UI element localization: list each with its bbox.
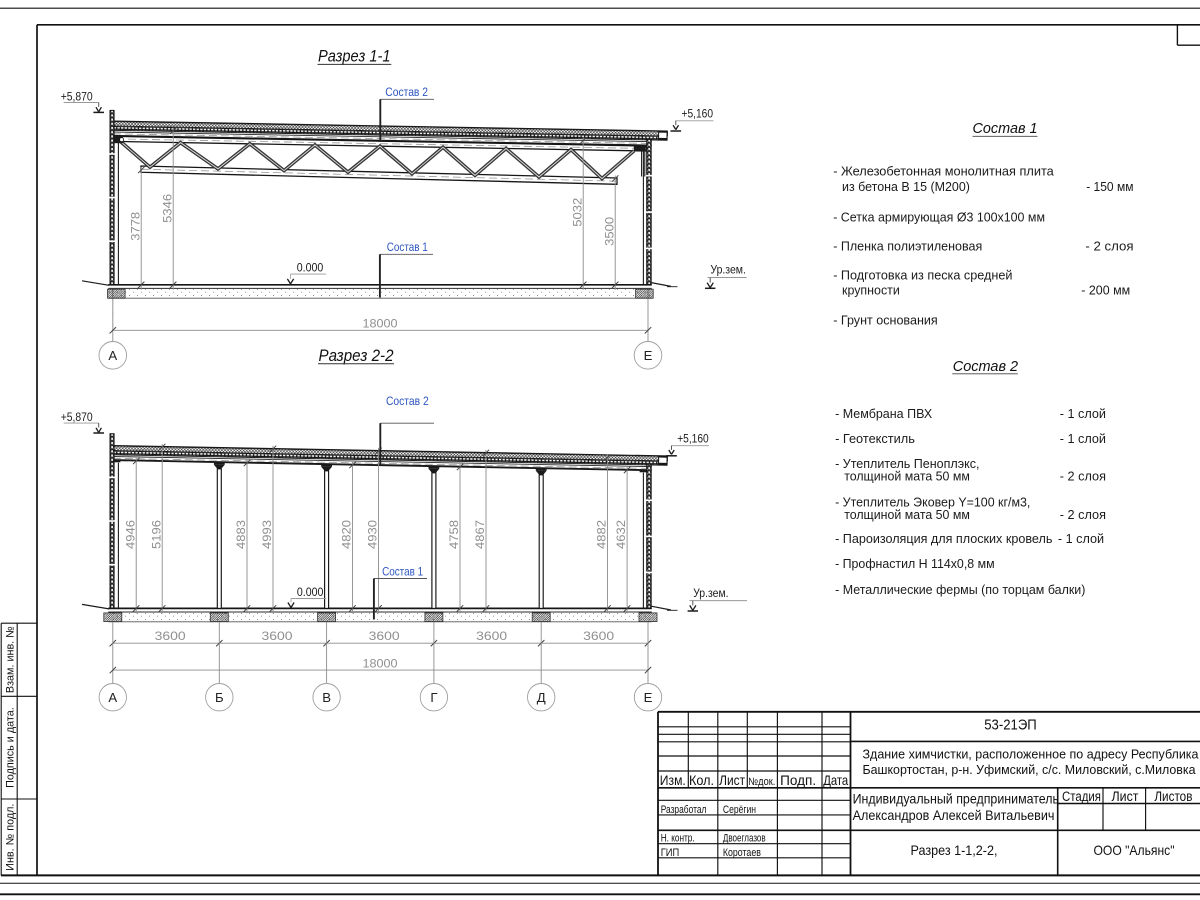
svg-text:Двоеглазов: Двоеглазов bbox=[723, 833, 766, 845]
svg-text:4867: 4867 bbox=[473, 520, 487, 549]
svg-text:3600: 3600 bbox=[262, 629, 293, 643]
svg-text:крупности: крупности bbox=[842, 283, 900, 298]
svg-text:Листов: Листов bbox=[1154, 789, 1192, 804]
svg-text:Коротаев: Коротаев bbox=[723, 847, 761, 859]
svg-text:Состав 1: Состав 1 bbox=[382, 564, 423, 578]
svg-text:Ур.зем.: Ур.зем. bbox=[710, 263, 746, 277]
svg-text:из бетона В 15 (М200): из бетона В 15 (М200) bbox=[842, 179, 970, 194]
svg-text:0.000: 0.000 bbox=[297, 585, 324, 599]
svg-text:Состав 1: Состав 1 bbox=[973, 121, 1038, 137]
svg-text:- 2 слоя: - 2 слоя bbox=[1085, 239, 1133, 254]
svg-text:3600: 3600 bbox=[155, 629, 186, 643]
svg-text:- 2 слоя: - 2 слоя bbox=[1060, 507, 1106, 522]
svg-text:5032: 5032 bbox=[570, 197, 584, 226]
svg-text:5196: 5196 bbox=[149, 520, 163, 549]
svg-text:Лист: Лист bbox=[1112, 789, 1139, 804]
svg-text:- Пленка полиэтиленовая: - Пленка полиэтиленовая bbox=[833, 239, 982, 254]
svg-text:- Сетка армирующая Ø3 100х100: - Сетка армирующая Ø3 100х100 мм bbox=[833, 210, 1045, 225]
svg-text:4993: 4993 bbox=[260, 520, 274, 549]
svg-text:Б: Б bbox=[215, 690, 224, 705]
svg-text:4930: 4930 bbox=[366, 520, 380, 549]
svg-text:№док.: №док. bbox=[748, 776, 775, 788]
svg-text:Стадия: Стадия bbox=[1062, 789, 1101, 804]
svg-text:5346: 5346 bbox=[160, 194, 174, 223]
svg-text:+5,160: +5,160 bbox=[682, 107, 714, 121]
svg-text:- Грунт основания: - Грунт основания bbox=[833, 312, 938, 327]
svg-text:Состав 2: Состав 2 bbox=[386, 394, 429, 408]
svg-text:4946: 4946 bbox=[123, 520, 137, 549]
svg-text:- Утеплитель Эковер Y=100 кг/м: - Утеплитель Эковер Y=100 кг/м3, bbox=[835, 494, 1030, 509]
svg-text:Разработал: Разработал bbox=[661, 804, 707, 816]
svg-text:53-21ЭП: 53-21ЭП bbox=[984, 717, 1037, 733]
svg-text:ГИП: ГИП bbox=[661, 847, 680, 859]
svg-text:Н. контр.: Н. контр. bbox=[661, 833, 695, 845]
svg-text:4758: 4758 bbox=[447, 520, 461, 549]
svg-text:18000: 18000 bbox=[363, 316, 398, 330]
svg-text:Состав 1: Состав 1 bbox=[387, 240, 428, 254]
svg-text:Е: Е bbox=[644, 348, 653, 363]
svg-text:3600: 3600 bbox=[369, 629, 400, 643]
svg-text:В: В bbox=[322, 690, 331, 705]
svg-text:Разрез 1-1,2-2,: Разрез 1-1,2-2, bbox=[911, 842, 998, 858]
svg-text:толщиной мата 50 мм: толщиной мата 50 мм bbox=[844, 468, 970, 483]
svg-text:3778: 3778 bbox=[128, 212, 142, 241]
svg-text:А: А bbox=[108, 690, 117, 705]
svg-text:- Пароизоляция для плоских кро: - Пароизоляция для плоских кровель bbox=[835, 531, 1052, 546]
svg-text:ООО "Альянс": ООО "Альянс" bbox=[1094, 842, 1175, 858]
svg-text:3500: 3500 bbox=[602, 217, 616, 246]
svg-text:4820: 4820 bbox=[340, 520, 354, 549]
svg-text:Изм.: Изм. bbox=[660, 773, 686, 788]
svg-text:- Подготовка из песка средней: - Подготовка из песка средней bbox=[833, 268, 1012, 283]
svg-text:0.000: 0.000 bbox=[297, 260, 324, 274]
svg-text:Подпись и дата.: Подпись и дата. bbox=[4, 707, 16, 788]
svg-text:+5,160: +5,160 bbox=[677, 431, 709, 445]
svg-text:Д: Д bbox=[537, 690, 546, 705]
svg-text:- 1 слой: - 1 слой bbox=[1060, 406, 1106, 421]
svg-text:3600: 3600 bbox=[583, 629, 614, 643]
svg-text:- Профнастил Н 114х0,8 мм: - Профнастил Н 114х0,8 мм bbox=[835, 556, 995, 571]
svg-text:- Металлические фермы (по торц: - Металлические фермы (по торцам балки) bbox=[835, 582, 1085, 597]
svg-text:Г: Г bbox=[430, 690, 437, 705]
svg-text:- 1 слой: - 1 слой bbox=[1060, 431, 1106, 446]
svg-text:3600: 3600 bbox=[476, 629, 507, 643]
svg-text:- Мембрана ПВХ: - Мембрана ПВХ bbox=[835, 406, 932, 421]
svg-text:толщиной мата 50 мм: толщиной мата 50 мм bbox=[844, 507, 970, 522]
svg-text:4882: 4882 bbox=[595, 520, 609, 549]
svg-text:Разрез 1-1: Разрез 1-1 bbox=[318, 47, 391, 66]
svg-text:Александров Алексей Витальевич: Александров Алексей Витальевич bbox=[853, 808, 1055, 823]
svg-text:18000: 18000 bbox=[363, 656, 398, 670]
svg-text:+5,870: +5,870 bbox=[61, 89, 93, 103]
svg-text:- 2 слоя: - 2 слоя bbox=[1060, 468, 1106, 483]
svg-text:Индивидуальный предприниматель: Индивидуальный предприниматель bbox=[853, 791, 1059, 806]
svg-text:Серёгин: Серёгин bbox=[723, 804, 756, 816]
svg-text:Состав 2: Состав 2 bbox=[385, 85, 428, 99]
svg-text:- Железобетонная монолитная п: - Железобетонная монолитная плита bbox=[833, 164, 1054, 179]
svg-text:Е: Е bbox=[644, 690, 653, 705]
svg-text:А: А bbox=[108, 348, 117, 363]
svg-text:Подп.: Подп. bbox=[780, 773, 816, 788]
svg-text:Здание химчистки, расположенн: Здание химчистки, расположенное по адрес… bbox=[863, 747, 1200, 762]
svg-text:- 150 мм: - 150 мм bbox=[1086, 179, 1133, 194]
svg-text:Башкортостан, р-н. Уфимский, с: Башкортостан, р-н. Уфимский, с/с. Миловс… bbox=[863, 762, 1197, 777]
svg-text:- Утеплитель Пеноплэкс,: - Утеплитель Пеноплэкс, bbox=[835, 456, 979, 471]
svg-text:Дата: Дата bbox=[823, 773, 848, 788]
svg-text:Инв. № подл.: Инв. № подл. bbox=[4, 804, 16, 871]
svg-text:Кол.: Кол. bbox=[689, 773, 714, 788]
svg-text:Взам. инв. №: Взам. инв. № bbox=[4, 626, 16, 693]
svg-text:Ур.зем.: Ур.зем. bbox=[693, 586, 729, 600]
svg-text:Разрез 2-2: Разрез 2-2 bbox=[319, 346, 394, 365]
svg-text:4632: 4632 bbox=[614, 520, 628, 549]
svg-text:Лист: Лист bbox=[719, 773, 746, 788]
svg-text:- Геотекстиль: - Геотекстиль bbox=[835, 431, 915, 446]
svg-text:- 200 мм: - 200 мм bbox=[1081, 283, 1130, 298]
svg-text:4883: 4883 bbox=[234, 520, 248, 549]
svg-text:Состав 2: Состав 2 bbox=[953, 359, 1018, 375]
svg-text:- 1 слой: - 1 слой bbox=[1058, 531, 1104, 546]
svg-text:+5,870: +5,870 bbox=[61, 410, 93, 424]
